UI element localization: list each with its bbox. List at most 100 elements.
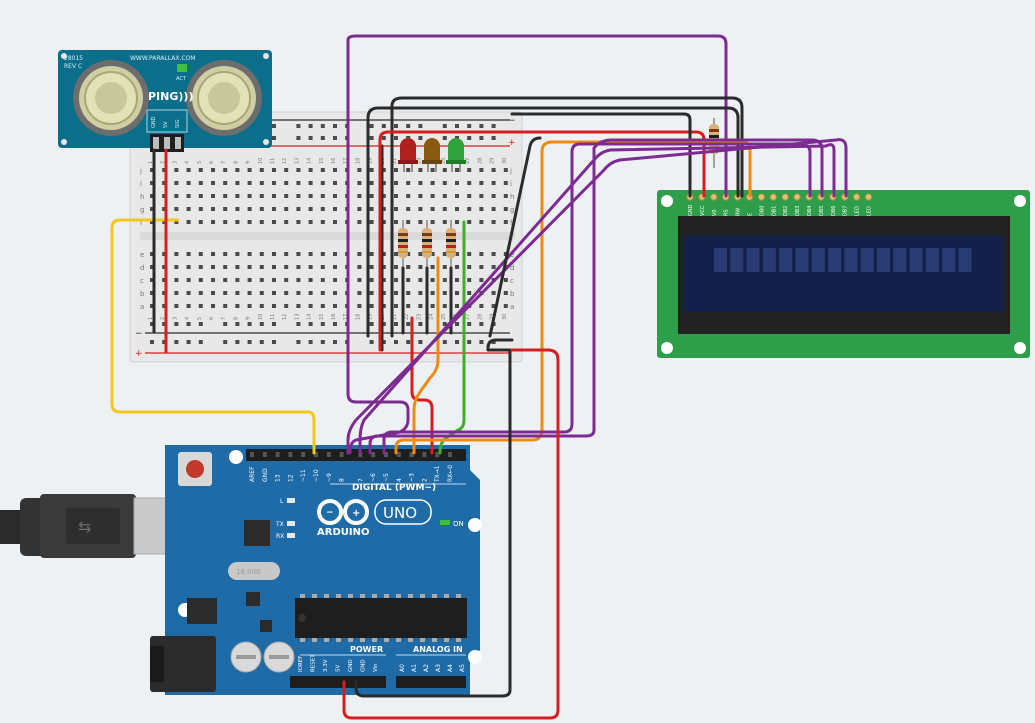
header-socket[interactable] bbox=[371, 452, 376, 457]
rail-hole[interactable] bbox=[381, 340, 386, 344]
breadboard-hole[interactable] bbox=[186, 278, 191, 282]
breadboard-hole[interactable] bbox=[333, 207, 337, 211]
breadboard-hole[interactable] bbox=[442, 304, 447, 308]
breadboard-hole[interactable] bbox=[259, 168, 264, 172]
breadboard-hole[interactable] bbox=[296, 291, 301, 295]
wire-black-diagonal[interactable] bbox=[488, 136, 542, 338]
breadboard-hole[interactable] bbox=[186, 265, 191, 269]
rail-hole[interactable] bbox=[394, 136, 398, 140]
breadboard-hole[interactable] bbox=[150, 207, 154, 211]
header-socket[interactable] bbox=[435, 452, 440, 457]
breadboard-hole[interactable] bbox=[381, 207, 386, 211]
breadboard-hole[interactable] bbox=[418, 207, 423, 211]
rail-hole[interactable] bbox=[455, 136, 459, 140]
breadboard-hole[interactable] bbox=[150, 181, 154, 185]
breadboard-hole[interactable] bbox=[455, 265, 459, 269]
breadboard-hole[interactable] bbox=[394, 220, 398, 224]
rail-hole[interactable] bbox=[198, 340, 203, 344]
breadboard-hole[interactable] bbox=[296, 181, 301, 185]
breadboard-hole[interactable] bbox=[320, 304, 325, 308]
breadboard-hole[interactable] bbox=[491, 220, 496, 224]
breadboard-hole[interactable] bbox=[308, 194, 313, 198]
wire-red-led-pin4[interactable] bbox=[410, 316, 434, 455]
breadboard-hole[interactable] bbox=[198, 278, 203, 282]
breadboard-hole[interactable] bbox=[333, 181, 337, 185]
breadboard-hole[interactable] bbox=[430, 278, 435, 282]
rail-hole[interactable] bbox=[479, 124, 484, 128]
breadboard-hole[interactable] bbox=[333, 278, 337, 282]
rail-hole[interactable] bbox=[272, 124, 276, 128]
rail-hole[interactable] bbox=[186, 340, 191, 344]
rail-hole[interactable] bbox=[308, 124, 313, 128]
lcd-pin[interactable] bbox=[769, 193, 777, 201]
breadboard-hole[interactable] bbox=[247, 181, 252, 185]
breadboard-hole[interactable] bbox=[394, 304, 398, 308]
breadboard-hole[interactable] bbox=[442, 220, 447, 224]
breadboard-hole[interactable] bbox=[296, 194, 301, 198]
breadboard-hole[interactable] bbox=[247, 194, 252, 198]
breadboard-hole[interactable] bbox=[235, 168, 240, 172]
yellow-led[interactable] bbox=[422, 138, 442, 172]
breadboard-hole[interactable] bbox=[174, 181, 179, 185]
rail-hole[interactable] bbox=[394, 124, 398, 128]
rail-hole[interactable] bbox=[272, 322, 276, 326]
breadboard-hole[interactable] bbox=[284, 168, 289, 172]
breadboard-hole[interactable] bbox=[320, 181, 325, 185]
breadboard-hole[interactable] bbox=[198, 220, 203, 224]
wire-purple-top-loop[interactable] bbox=[346, 38, 410, 455]
breadboard-hole[interactable] bbox=[503, 207, 508, 211]
resistor-yellow-led[interactable] bbox=[422, 220, 432, 268]
breadboard-hole[interactable] bbox=[479, 220, 484, 224]
breadboard-hole[interactable] bbox=[479, 194, 484, 198]
rail-hole[interactable] bbox=[491, 136, 496, 140]
rail-hole[interactable] bbox=[235, 340, 240, 344]
breadboard-hole[interactable] bbox=[430, 181, 435, 185]
breadboard-hole[interactable] bbox=[211, 207, 215, 211]
rail-hole[interactable] bbox=[455, 340, 459, 344]
breadboard-hole[interactable] bbox=[479, 181, 484, 185]
breadboard-hole[interactable] bbox=[369, 207, 374, 211]
breadboard-hole[interactable] bbox=[491, 304, 496, 308]
breadboard-hole[interactable] bbox=[211, 252, 215, 256]
breadboard-hole[interactable] bbox=[174, 252, 179, 256]
rail-hole[interactable] bbox=[320, 340, 325, 344]
breadboard-hole[interactable] bbox=[308, 252, 313, 256]
breadboard-hole[interactable] bbox=[418, 278, 423, 282]
rail-hole[interactable] bbox=[235, 322, 240, 326]
breadboard-hole[interactable] bbox=[259, 265, 264, 269]
breadboard-hole[interactable] bbox=[442, 168, 447, 172]
breadboard-hole[interactable] bbox=[259, 207, 264, 211]
rail-hole[interactable] bbox=[272, 340, 276, 344]
rail-hole[interactable] bbox=[442, 340, 447, 344]
breadboard-hole[interactable] bbox=[467, 220, 472, 224]
breadboard-hole[interactable] bbox=[333, 304, 337, 308]
breadboard-hole[interactable] bbox=[296, 278, 301, 282]
breadboard-hole[interactable] bbox=[406, 168, 411, 172]
led-resistors[interactable] bbox=[398, 220, 456, 268]
rail-hole[interactable] bbox=[150, 322, 154, 326]
rail-hole[interactable] bbox=[296, 322, 301, 326]
rail-hole[interactable] bbox=[394, 340, 398, 344]
breadboard-hole[interactable] bbox=[369, 194, 374, 198]
breadboard-hole[interactable] bbox=[308, 181, 313, 185]
wire-black-arduino-gnd[interactable] bbox=[354, 338, 514, 698]
breadboard-hole[interactable] bbox=[381, 291, 386, 295]
breadboard-hole[interactable] bbox=[455, 278, 459, 282]
breadboard-hole[interactable] bbox=[479, 207, 484, 211]
breadboard-hole[interactable] bbox=[235, 207, 240, 211]
breadboard-hole[interactable] bbox=[491, 207, 496, 211]
breadboard-hole[interactable] bbox=[333, 168, 337, 172]
breadboard-hole[interactable] bbox=[369, 291, 374, 295]
breadboard-hole[interactable] bbox=[467, 207, 472, 211]
breadboard-hole[interactable] bbox=[455, 220, 459, 224]
breadboard-hole[interactable] bbox=[284, 278, 289, 282]
breadboard-hole[interactable] bbox=[491, 265, 496, 269]
rail-hole[interactable] bbox=[418, 322, 423, 326]
breadboard-hole[interactable] bbox=[150, 304, 154, 308]
rail-hole[interactable] bbox=[296, 340, 301, 344]
breadboard-hole[interactable] bbox=[418, 304, 423, 308]
rail-hole[interactable] bbox=[369, 136, 374, 140]
breadboard-hole[interactable] bbox=[150, 220, 154, 224]
breadboard-hole[interactable] bbox=[223, 207, 228, 211]
breadboard-hole[interactable] bbox=[479, 304, 484, 308]
